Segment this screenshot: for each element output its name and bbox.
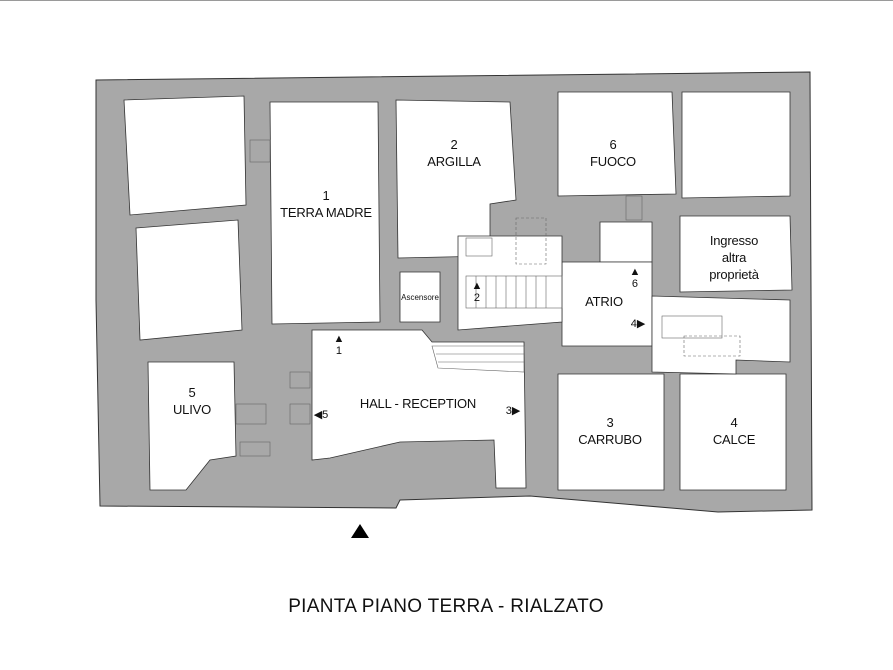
triangle-left-icon: ◀ [313, 409, 323, 421]
room-terra-madre [269, 101, 381, 325]
room-number: 5 [188, 385, 196, 400]
room-label-fuoco: 6 FUOCO [590, 136, 636, 170]
room-name: CALCE [712, 432, 756, 447]
room-name: ARGILLA [427, 154, 481, 169]
marker-number: 3 [505, 405, 512, 417]
room-fuoco [557, 91, 677, 197]
room-name: ULIVO [172, 402, 212, 417]
marker-6: ▲ 6 [630, 266, 641, 290]
marker-number: 4 [630, 318, 637, 330]
marker-number: 5 [322, 409, 329, 421]
room-name: CARRUBO [578, 432, 642, 447]
room-argilla [395, 99, 517, 259]
room-number: 2 [450, 137, 458, 152]
marker-2: ▲ 2 [472, 280, 483, 304]
marker-number: 2 [473, 292, 481, 304]
ingresso-altra-label: Ingresso altra proprietà [709, 232, 759, 283]
room-small-lobby [599, 221, 653, 263]
corridor-right [651, 295, 791, 375]
room-number: 3 [606, 415, 614, 430]
hall-reception-label: HALL - RECEPTION [359, 396, 477, 411]
room-carrubo [557, 373, 665, 491]
marker-1: ▲ 1 [334, 333, 345, 357]
triangle-up-icon: ▲ [471, 280, 483, 292]
marker-3: 3▶ [506, 405, 521, 417]
room-label-argilla: 2 ARGILLA [427, 136, 481, 170]
room-number: 6 [609, 137, 617, 152]
triangle-up-icon: ▲ [629, 266, 641, 278]
room-label-carrubo: 3 CARRUBO [578, 414, 642, 448]
marker-5: ◀5 [314, 409, 329, 421]
ingresso-line-2: altra [721, 250, 747, 265]
ingresso-line-3: proprietà [709, 267, 759, 282]
room-label-terra-madre: 1 TERRA MADRE [280, 187, 372, 221]
marker-4: 4▶ [631, 318, 646, 330]
room-top-right [681, 91, 791, 199]
entrance-arrow-icon [351, 524, 369, 538]
marker-number: 1 [335, 345, 343, 357]
top-border [0, 0, 893, 1]
triangle-right-icon: ▶ [636, 318, 646, 330]
ingresso-line-1: Ingresso [709, 233, 759, 248]
marker-number: 6 [631, 278, 639, 290]
ascensore-label: Ascensore [401, 293, 439, 302]
room-ascensore [399, 271, 441, 323]
room-calce [679, 373, 787, 491]
room-ulivo [147, 361, 237, 491]
room-label-ulivo: 5 ULIVO [173, 384, 211, 418]
room-name: TERRA MADRE [280, 205, 372, 220]
plan-title: PIANTA PIANO TERRA - RIALZATO [288, 596, 604, 617]
triangle-right-icon: ▶ [511, 405, 521, 417]
room-number: 1 [322, 188, 330, 203]
atrio-label: ATRIO [585, 294, 623, 309]
room-top-left [123, 95, 247, 216]
room-number: 4 [730, 415, 738, 430]
room-ingresso-altra [679, 215, 793, 293]
room-left-middle [135, 219, 243, 341]
triangle-up-icon: ▲ [333, 333, 345, 345]
stairs [235, 139, 741, 457]
room-label-calce: 4 CALCE [712, 414, 756, 448]
room-name: FUOCO [590, 154, 636, 169]
